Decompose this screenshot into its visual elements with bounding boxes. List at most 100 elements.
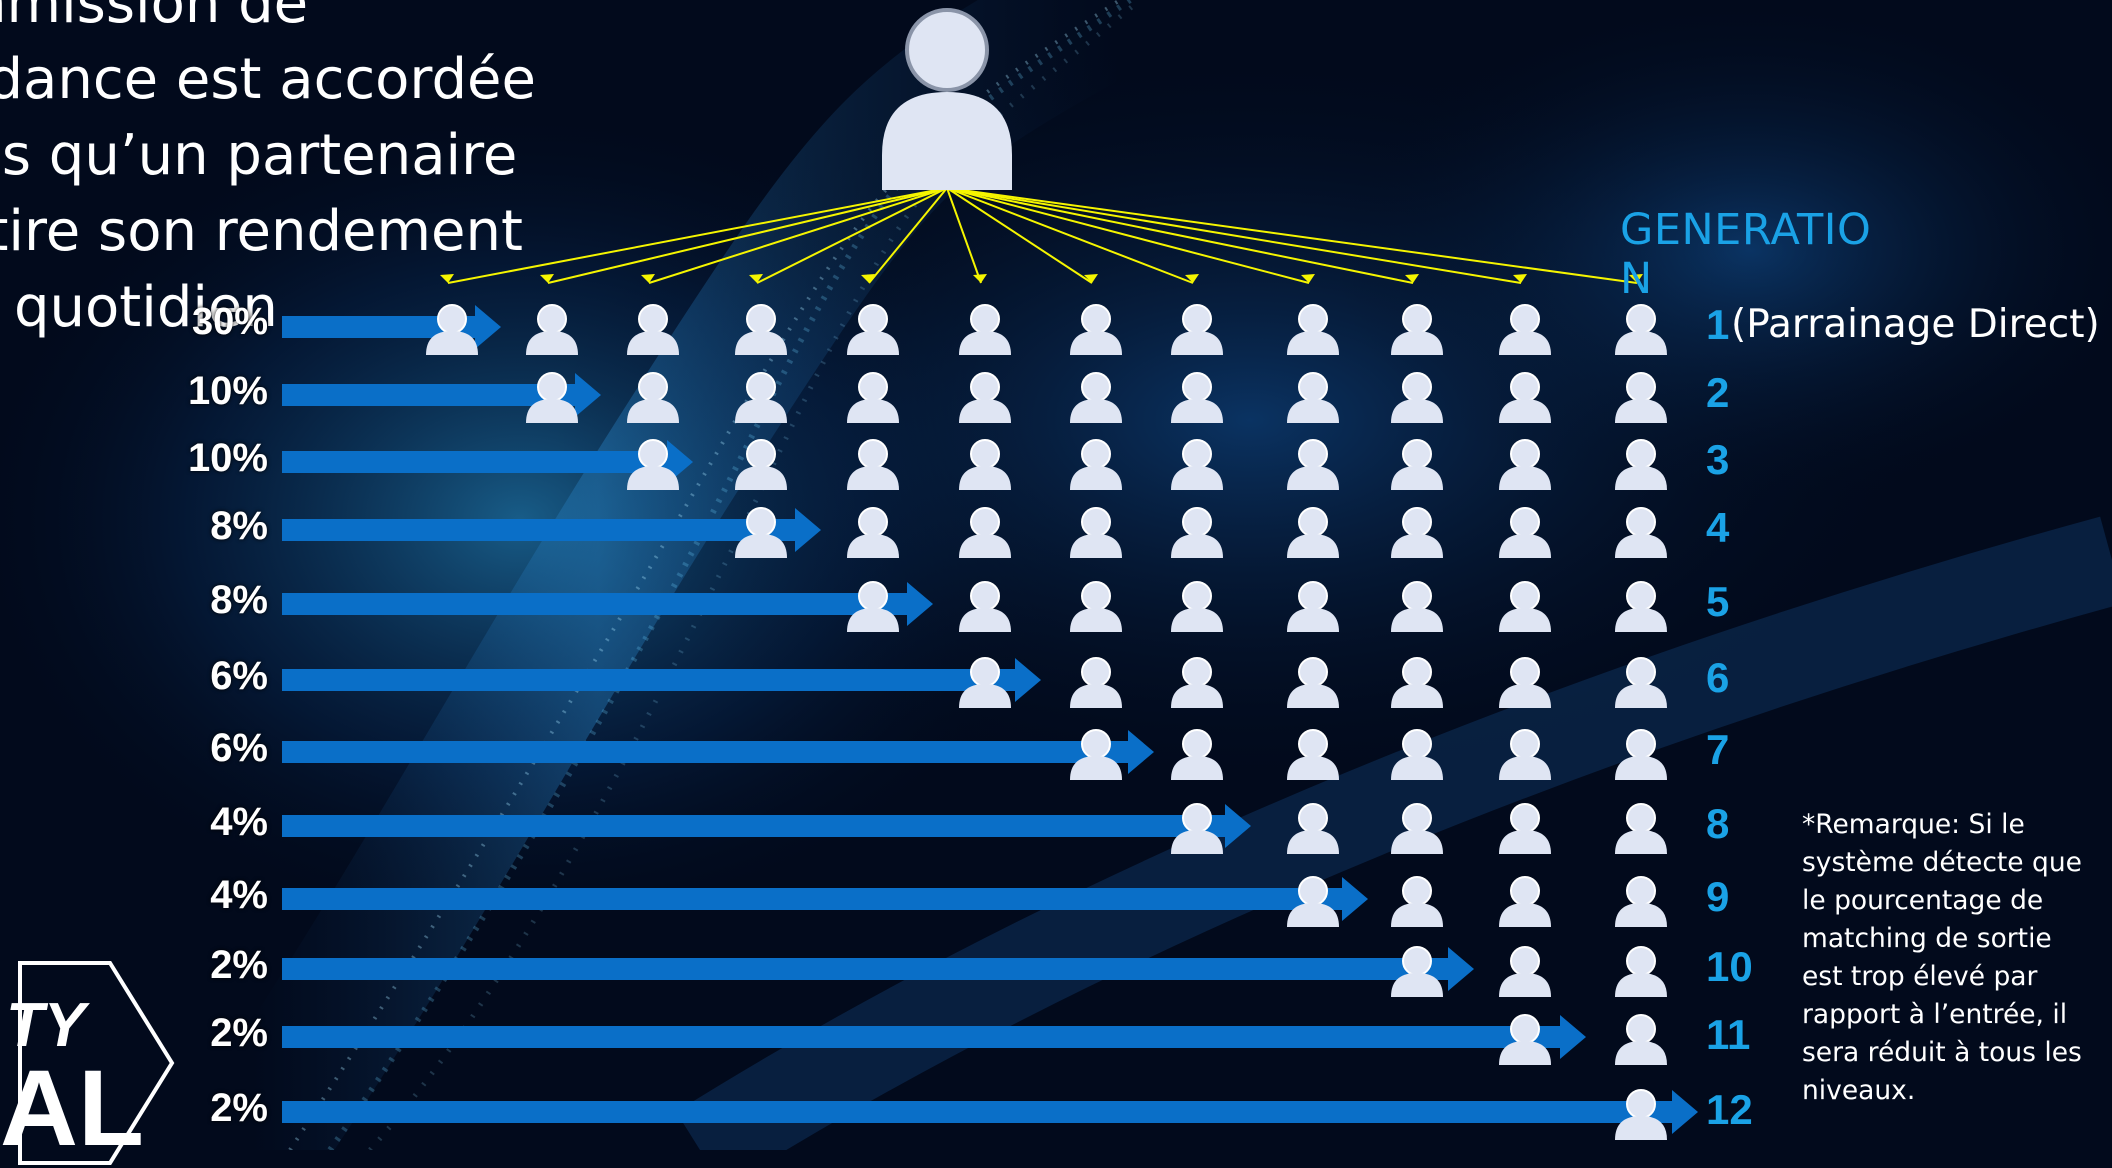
intro-text: mmission de ndance est accordée ois qu’u… [0, 0, 536, 346]
person-icon [526, 304, 578, 355]
generation-arrow [282, 815, 1227, 837]
person-icon [627, 304, 679, 355]
generation-arrow [282, 316, 477, 338]
person-icon [1070, 372, 1122, 423]
person-icon [1391, 946, 1443, 997]
generation-arrow [282, 888, 1344, 910]
person-icon [1499, 372, 1551, 423]
generation-number: 5 [1706, 578, 1730, 625]
person-icon [1391, 657, 1443, 708]
connector-line [756, 187, 948, 284]
person-icon [1287, 803, 1339, 854]
generation-percent: 30% [191, 301, 268, 343]
person-icon [1171, 372, 1223, 423]
generation-arrowhead [1225, 804, 1251, 848]
generation-number: 10 [1706, 943, 1753, 990]
connector-line [946, 187, 1310, 284]
generation-arrowhead [575, 373, 601, 417]
person-icon [1287, 439, 1339, 490]
generation-arrowhead [795, 508, 821, 552]
generation-arrowhead [1015, 658, 1041, 702]
generation-percent: 6% [210, 726, 268, 770]
generation-percent: 4% [210, 800, 268, 844]
generation-arrowhead [1342, 877, 1368, 921]
connector-line [946, 187, 1638, 284]
person-icon [1499, 657, 1551, 708]
person-icon [1615, 803, 1667, 854]
generation-percent: 2% [210, 1086, 268, 1130]
generation-arrowhead [1448, 947, 1474, 991]
person-icon [1287, 657, 1339, 708]
person-icon [526, 372, 578, 423]
person-icon [847, 507, 899, 558]
connector-arrowhead [1185, 274, 1199, 283]
brand-logo-text: TY [6, 991, 86, 1060]
generation-arrowhead [1128, 730, 1154, 774]
person-icon [1615, 507, 1667, 558]
intro-line: ois qu’un partenaire [0, 123, 518, 188]
person-icon [1499, 439, 1551, 490]
person-icon [959, 304, 1011, 355]
person-icon [959, 581, 1011, 632]
person-icon [1287, 507, 1339, 558]
person-icon [1615, 946, 1667, 997]
generation-percent: 10% [187, 436, 268, 480]
remark-note: *Remarque: Si le système détecte que le … [1802, 809, 2082, 1106]
person-icon [1171, 581, 1223, 632]
person-icon [735, 439, 787, 490]
person-icon [1615, 1089, 1667, 1140]
person-icon [1070, 581, 1122, 632]
person-icon [1499, 803, 1551, 854]
person-icon [1615, 876, 1667, 927]
connector-arrowhead [1084, 274, 1098, 283]
brand-logo-outline [18, 961, 175, 1165]
generation-percent: 8% [210, 504, 268, 548]
person-icon [847, 581, 899, 632]
person-icon [627, 439, 679, 490]
person-icon [1391, 876, 1443, 927]
generation-number: 11 [1706, 1011, 1751, 1058]
connector-arrowhead [861, 274, 875, 283]
intro-line: etire son rendement [0, 199, 523, 264]
generation-number: 12 [1706, 1086, 1753, 1133]
person-icon [1499, 304, 1551, 355]
person-icon [1171, 507, 1223, 558]
person-icon [1499, 729, 1551, 780]
person-icon [1287, 372, 1339, 423]
person-icon [1499, 876, 1551, 927]
generation-number: 7 [1706, 726, 1730, 773]
person-icon [1391, 439, 1443, 490]
connector-arrowhead [973, 274, 987, 283]
person-icon [627, 372, 679, 423]
generation-number: 9 [1706, 873, 1730, 920]
person-icon [1070, 439, 1122, 490]
person-icon [1070, 304, 1122, 355]
intro-line: mmission de [0, 0, 309, 36]
connector-arrowhead [641, 274, 655, 283]
generation-number: 6 [1706, 654, 1730, 701]
person-icon [1499, 946, 1551, 997]
generation-number: 3 [1706, 436, 1730, 483]
generation-percent: 8% [210, 578, 268, 622]
generation-percent: 4% [210, 873, 268, 917]
generation-number: 8 [1706, 800, 1730, 847]
connector-line [946, 187, 1093, 284]
person-icon [1171, 439, 1223, 490]
person-icon [1615, 304, 1667, 355]
connector-arrowhead [1405, 274, 1419, 283]
person-icon [1499, 507, 1551, 558]
person-icon [1287, 304, 1339, 355]
person-icon [1287, 581, 1339, 632]
generation-arrow [282, 958, 1450, 980]
generation-percent: 6% [210, 654, 268, 698]
connector-arrowhead [749, 274, 763, 283]
person-icon [1171, 803, 1223, 854]
person-icon [1615, 372, 1667, 423]
connector-line [868, 187, 948, 284]
generation-arrow [282, 384, 577, 406]
connector-arrowhead [440, 274, 454, 283]
generation-arrow [282, 593, 909, 615]
brand-logo-text: AL [0, 1047, 144, 1168]
generation-arrowhead [1560, 1015, 1586, 1059]
person-icon [735, 507, 787, 558]
